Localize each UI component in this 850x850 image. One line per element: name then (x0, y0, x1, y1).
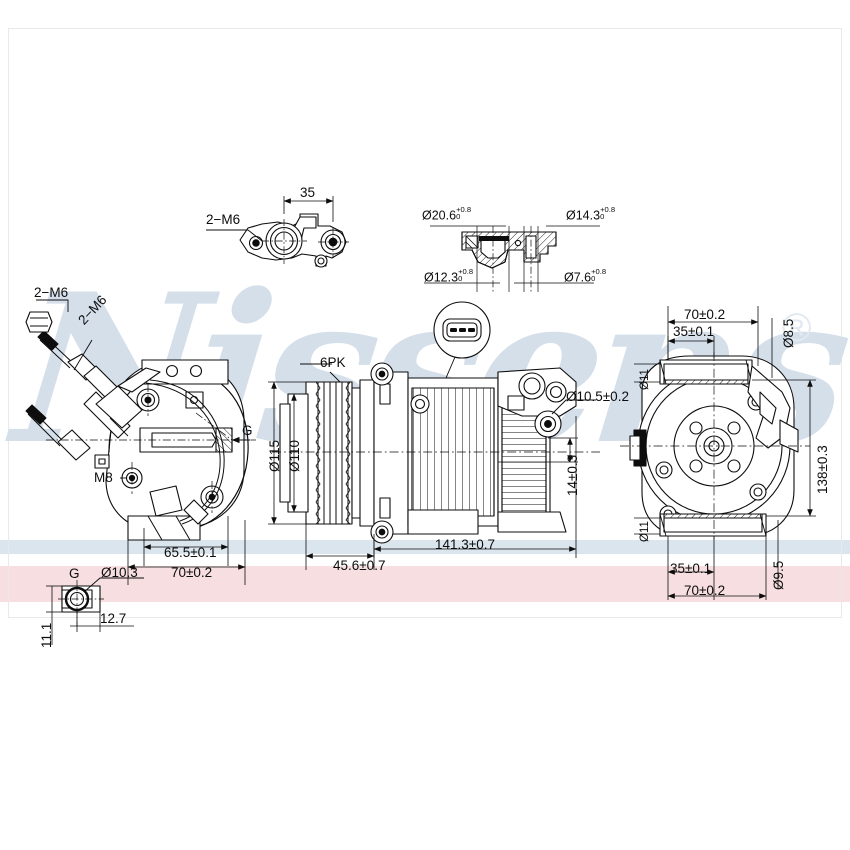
label-right-dia-11-bottom: Ø11 (639, 521, 651, 542)
label-right-dim-70-top: 70±0.2 (684, 307, 726, 322)
manifold-section-geometry (424, 225, 600, 292)
label-right-dim-138: 138±0.3 (815, 445, 830, 494)
label-right-dia-95: Ø9.5 (771, 560, 786, 590)
label-port-dim-111: 11.1 (39, 622, 54, 648)
label-port-dia-103: Ø10.3 (101, 565, 138, 580)
label-right-dia-85: Ø8.5 (781, 318, 796, 348)
label-bracket-width: 35 (300, 185, 316, 200)
bracket-detail-geometry (206, 196, 349, 268)
left-view-geometry (25, 299, 256, 585)
label-bracket-thread: 2−M6 (206, 212, 241, 227)
label-left-thread-m8: M8 (94, 470, 113, 485)
center-view-geometry (268, 362, 600, 570)
label-port-g: G (69, 566, 80, 581)
label-right-dim-35-bottom: 35±0.1 (670, 561, 712, 576)
label-center-dia-110: Ø110 (287, 439, 302, 472)
connector-detail-geometry (433, 301, 491, 393)
label-left-port-g: G (242, 423, 253, 438)
label-center-belt: 6PK (320, 355, 346, 370)
label-right-dia-11-top: Ø11 (639, 369, 651, 390)
label-center-dim-1413: 141.3±0.7 (435, 537, 495, 552)
label-center-dim-456: 45.6±0.7 (333, 558, 386, 573)
label-left-thread-a: 2−M6 (34, 285, 69, 300)
label-center-dim-14: 14±0.3 (565, 454, 580, 496)
port-detail-geometry (46, 577, 144, 645)
label-right-dim-70-bottom: 70±0.2 (684, 583, 726, 598)
label-left-dim-655: 65.5±0.1 (164, 545, 217, 560)
label-center-dia-115: Ø115 (267, 439, 282, 472)
sheet-frame (8, 28, 842, 618)
label-right-dim-35-top: 35±0.1 (673, 324, 715, 339)
label-center-dia-105: Ø10.5±0.2 (566, 389, 629, 404)
label-port-dim-127: 12.7 (100, 611, 127, 626)
label-left-dim-70: 70±0.2 (171, 565, 213, 580)
right-view-geometry (620, 306, 816, 600)
